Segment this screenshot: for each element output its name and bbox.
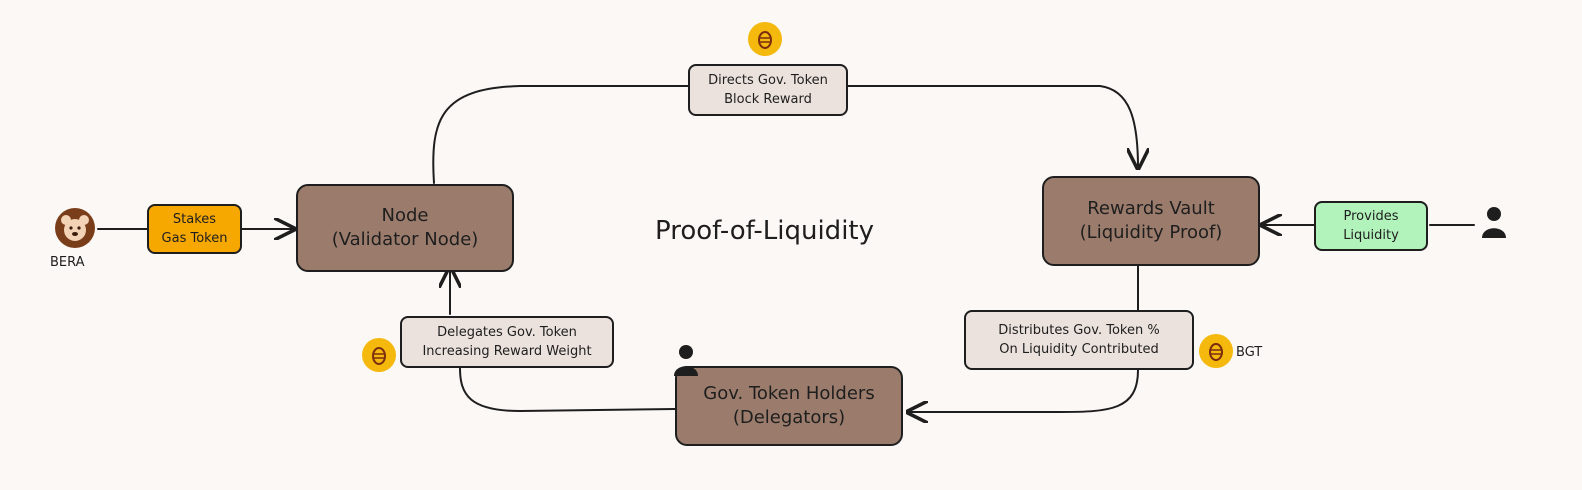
arrow-holders-to-node (450, 268, 676, 413)
arrow-vault-to-holders (908, 265, 1139, 412)
arrow-node-to-vault (432, 85, 1138, 183)
rewards-vault-node[interactable]: Rewards Vault(Liquidity Proof) (1042, 176, 1260, 266)
bear-logo-icon (55, 208, 95, 248)
user-icon (674, 345, 698, 376)
user-icon (1482, 207, 1506, 238)
distributes-gov-token-label: Distributes Gov. Token %On Liquidity Con… (964, 310, 1194, 370)
diagram-title: Proof-of-Liquidity (655, 216, 874, 246)
gov-token-holders-node[interactable]: Gov. Token Holders(Delegators) (675, 366, 903, 446)
bee-coin-icon (748, 22, 782, 56)
bera-caption: BERA (50, 255, 85, 270)
validator-node[interactable]: Node(Validator Node) (296, 184, 514, 272)
bgt-caption: BGT (1236, 345, 1263, 360)
bee-coin-icon (1199, 334, 1233, 368)
bee-coin-icon (362, 338, 396, 372)
